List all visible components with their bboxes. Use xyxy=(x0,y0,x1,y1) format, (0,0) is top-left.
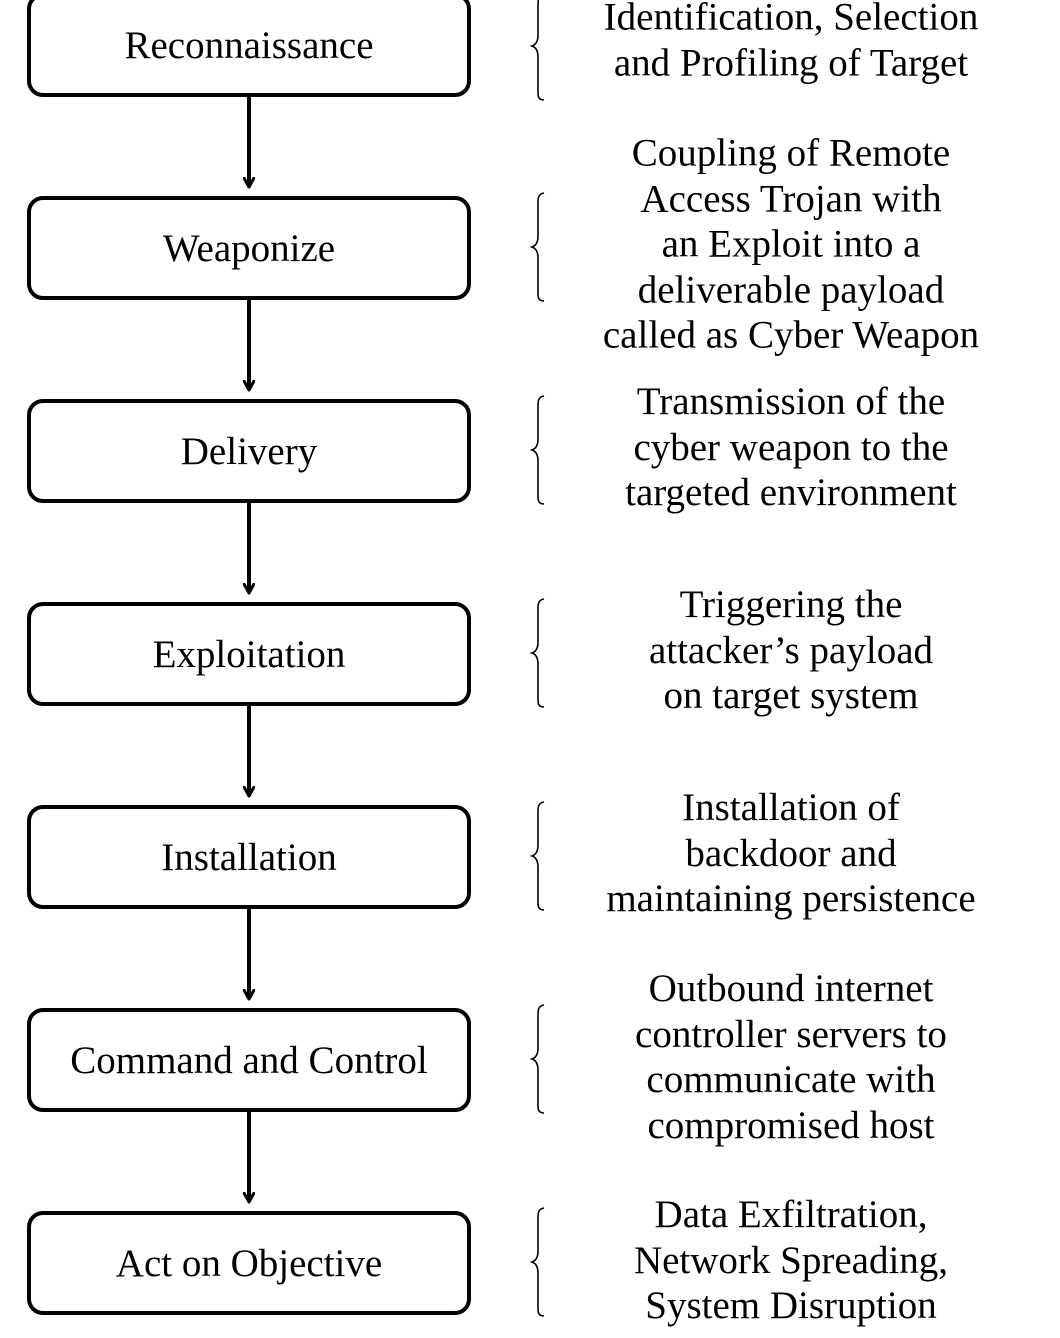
stage-box-exploitation: Exploitation xyxy=(27,602,471,706)
description-line: Coupling of Remote xyxy=(631,131,951,175)
brace-installation xyxy=(529,801,545,911)
stage-description-weaponize: Coupling of Remote Access Trojan with an… xyxy=(582,130,1000,358)
description-line: Installation of xyxy=(682,785,900,829)
description-line: communicate with xyxy=(646,1058,936,1101)
description-line: maintaining persistence xyxy=(606,876,976,920)
stage-description-exploitation: Triggering the attacker’s payload on tar… xyxy=(582,582,1000,719)
brace-weaponize xyxy=(529,192,545,302)
description-line: called as Cyber Weapon xyxy=(602,313,980,357)
stage-box-delivery: Delivery xyxy=(27,399,471,503)
stage-label-exploitation: Exploitation xyxy=(152,632,346,676)
stage-box-command-and-control: Command and Control xyxy=(27,1008,471,1112)
brace-reconnaissance xyxy=(529,0,545,101)
description-line: Transmission of the xyxy=(636,379,946,423)
brace-exploitation xyxy=(529,598,545,708)
stage-description-command-and-control: Outbound internet controller servers to … xyxy=(582,966,1000,1148)
stage-label-weaponize: Weaponize xyxy=(162,226,336,270)
description-line: System Disruption xyxy=(645,1283,937,1327)
description-line: Data Exfiltration, xyxy=(654,1192,928,1236)
brace-delivery xyxy=(529,395,545,505)
stage-description-delivery: Transmission of the cyber weapon to the … xyxy=(582,379,1000,516)
description-line: controller servers to xyxy=(635,1012,947,1056)
description-line: Network Spreading, xyxy=(633,1238,949,1282)
stage-label-installation: Installation xyxy=(161,835,337,879)
description-line: and Profiling of Target xyxy=(613,41,969,84)
description-line: Access Trojan with xyxy=(640,176,942,220)
stage-label-delivery: Delivery xyxy=(180,429,318,473)
description-line: compromised host xyxy=(647,1103,935,1147)
stage-description-installation: Installation of backdoor and maintaining… xyxy=(582,785,1000,922)
stage-description-reconnaissance: Identification, Selection and Profiling … xyxy=(582,0,1000,86)
description-line: Outbound internet xyxy=(648,967,934,1010)
brace-command-and-control xyxy=(529,1004,545,1114)
stage-label-act-on-objective: Act on Objective xyxy=(115,1241,383,1285)
stage-label-reconnaissance: Reconnaissance xyxy=(124,23,374,67)
brace-act-on-objective xyxy=(529,1207,545,1317)
stage-description-act-on-objective: Data Exfiltration, Network Spreading, Sy… xyxy=(582,1192,1000,1329)
description-line: Identification, Selection xyxy=(603,0,979,39)
description-line: cyber weapon to the xyxy=(633,425,949,469)
description-line: targeted environment xyxy=(625,470,957,514)
stage-box-reconnaissance: Reconnaissance xyxy=(27,0,471,97)
description-line: an Exploit into a xyxy=(661,222,921,266)
stage-label-command-and-control: Command and Control xyxy=(70,1038,428,1082)
description-line: Triggering the xyxy=(679,582,903,626)
description-line: backdoor and xyxy=(685,831,897,875)
description-line: attacker’s payload xyxy=(648,628,934,672)
description-line: deliverable payload xyxy=(637,267,945,311)
stage-box-installation: Installation xyxy=(27,805,471,909)
stage-box-act-on-objective: Act on Objective xyxy=(27,1211,471,1315)
description-line: on target system xyxy=(663,673,919,717)
stage-box-weaponize: Weaponize xyxy=(27,196,471,300)
